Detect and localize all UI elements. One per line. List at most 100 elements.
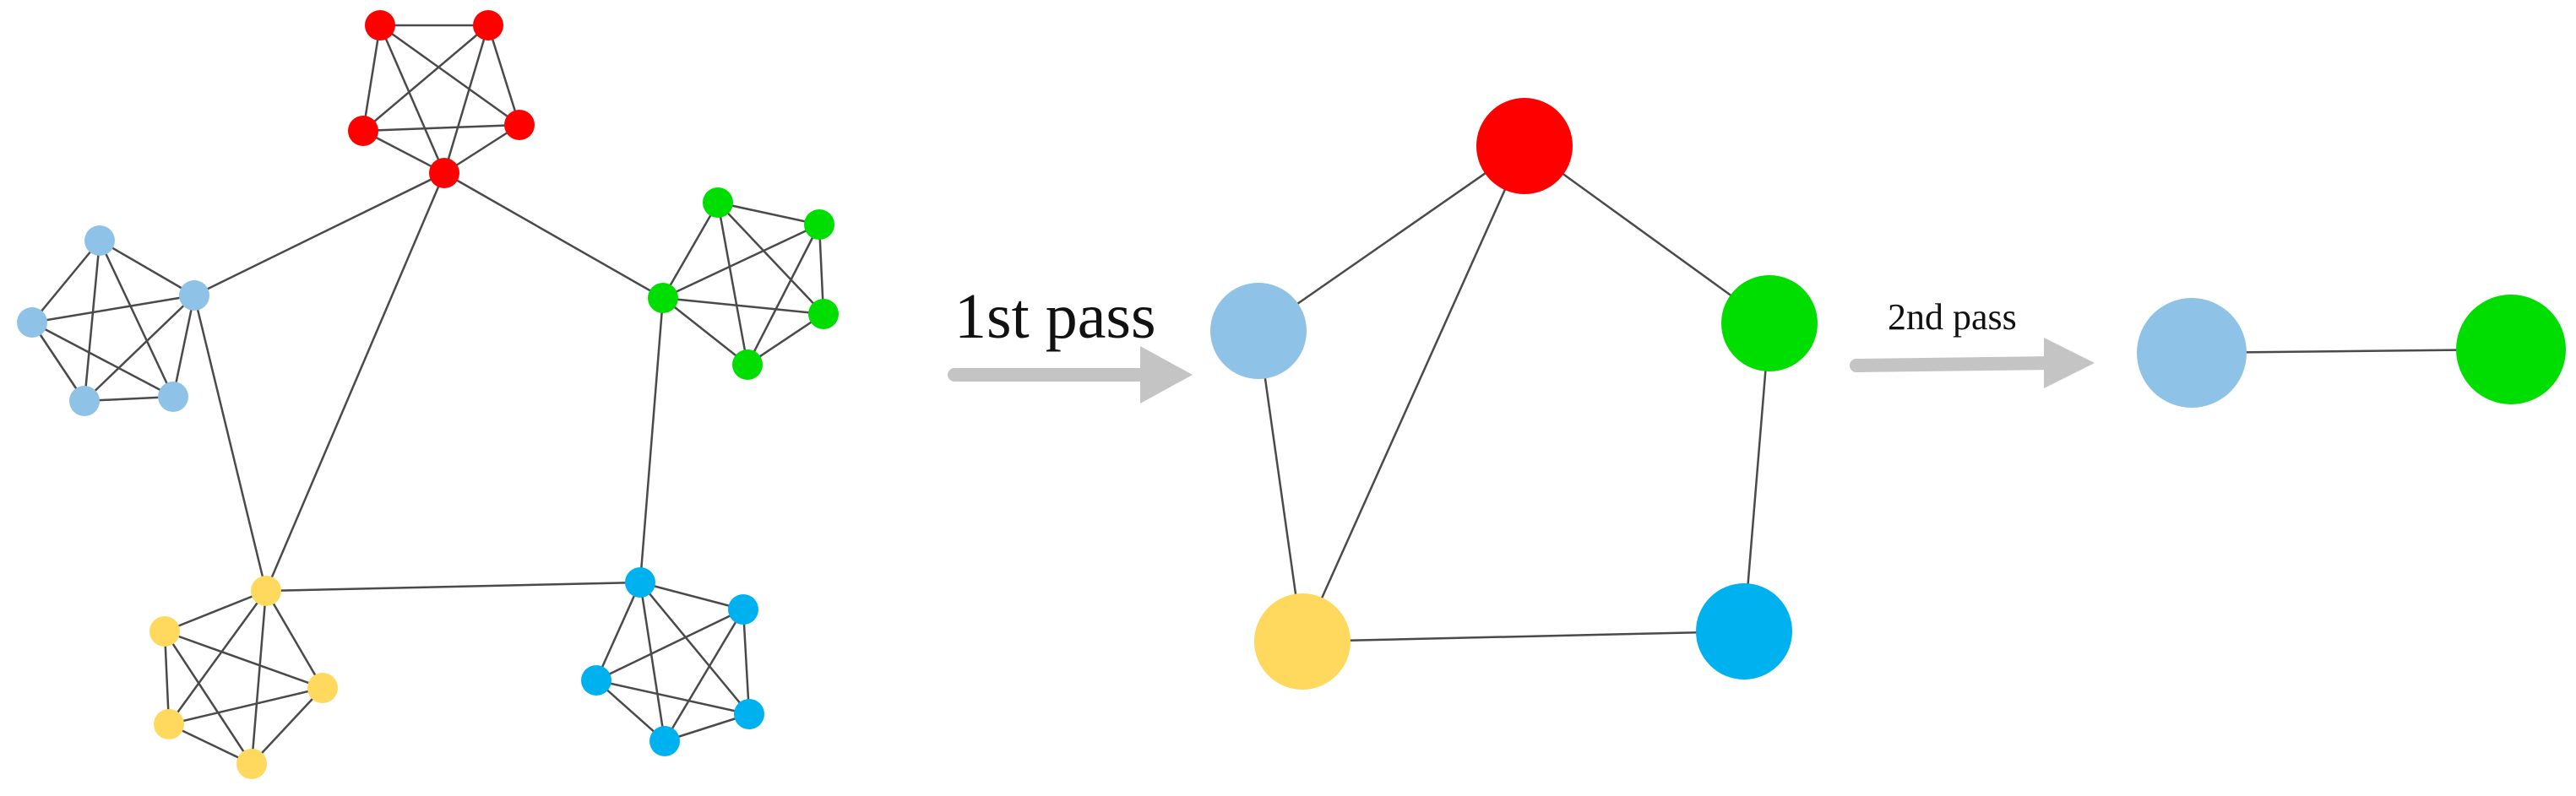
blue-community-edge [595, 608, 744, 682]
yellow-community-node [154, 709, 184, 739]
red-community-node [348, 116, 378, 146]
first-pass-graph-edges [1257, 144, 1771, 643]
bridge-edge [443, 171, 664, 300]
second-pass-arrow-shaft [1850, 356, 2059, 372]
green-community-node [648, 283, 678, 313]
yellow-community-edge [250, 590, 268, 765]
first-pass-arrow: 1st pass [948, 281, 1193, 403]
first-pass-edge-red-green [1524, 144, 1770, 325]
green-community-edge [661, 202, 720, 299]
green-community-node [804, 209, 834, 240]
bridge-edge [639, 297, 665, 583]
yellow-community-node [149, 616, 180, 647]
red-community-node [429, 158, 459, 188]
green-community-edge [717, 201, 820, 226]
red-community-edge [379, 24, 520, 127]
blue-community-node [581, 665, 611, 696]
lightblue-community-edge [31, 240, 101, 323]
first-pass-edge-lightblue-yellow [1257, 330, 1304, 642]
lightblue-community-node [158, 382, 188, 412]
first-pass-graph [1210, 98, 1818, 690]
blue-community-edge [595, 582, 642, 681]
green-community-edge [717, 202, 824, 315]
yellow-community-node [251, 576, 281, 606]
green-community-node [703, 187, 733, 218]
blue-community-edge [639, 581, 744, 611]
bridge-edge [193, 171, 445, 297]
bridge-edge [264, 172, 446, 592]
lightblue-community-edge [171, 295, 196, 398]
green-community-edge [747, 312, 824, 366]
red-community-edge [362, 129, 445, 175]
original-graph-nodes [17, 10, 839, 779]
yellow-community-edge [168, 723, 253, 766]
red-community-edge [378, 24, 446, 174]
blue-community-edge [663, 609, 745, 742]
yellow-community-edge [164, 630, 323, 690]
red-community-node [504, 110, 535, 140]
blue-community-edge [639, 582, 666, 742]
lightblue-community-node [84, 225, 115, 256]
second-pass-arrow-head [2044, 338, 2095, 388]
yellow-community-node [307, 673, 338, 703]
first-pass-edge-green-blue [1742, 322, 1771, 632]
blue-community-edge [595, 679, 750, 716]
lightblue-community-node [17, 307, 47, 338]
blue-community-node [649, 726, 680, 756]
yellow-community-edge [167, 590, 268, 725]
blue-community-edge [639, 582, 750, 715]
green-community-node [808, 299, 839, 329]
first-pass-edge-red-yellow [1301, 145, 1526, 642]
green-community-edge [746, 224, 821, 366]
lightblue-community-node [69, 386, 100, 416]
green-community-edge [662, 296, 824, 316]
red-community-edge [362, 24, 489, 132]
first-pass-label: 1st pass [954, 281, 1156, 352]
first-pass-edge-red-lightblue [1258, 144, 1525, 333]
red-community-edge [361, 24, 382, 132]
lightblue-community-edge [31, 321, 174, 398]
bridge-edge [193, 295, 268, 592]
yellow-community-edge [164, 589, 267, 633]
first-pass-edge-yellow-blue [1302, 630, 1745, 643]
yellow-community-edge [251, 687, 323, 765]
original-graph-edges [30, 24, 825, 766]
first-pass-node-yellow [1254, 593, 1350, 690]
lightblue-community-edge [30, 322, 86, 402]
blue-community-node [625, 567, 655, 598]
lightblue-community-edge [31, 294, 195, 324]
red-community-edge [362, 123, 520, 133]
red-community-edge [486, 24, 521, 126]
blue-community-edge [742, 609, 751, 715]
original-graph [17, 10, 839, 779]
bridge-edge [265, 581, 641, 593]
red-community-node [473, 10, 503, 41]
first-pass-node-lightblue [1210, 283, 1307, 379]
lightblue-community-edge [84, 295, 195, 402]
second-pass-node-green [2456, 295, 2566, 404]
second-pass-graph [2137, 295, 2566, 408]
green-community-node [732, 349, 763, 380]
blue-community-node [728, 594, 758, 625]
lightblue-community-edge [83, 240, 101, 402]
second-pass-label: 2nd pass [1888, 296, 2017, 338]
lightblue-community-edge [99, 239, 195, 297]
yellow-community-edge [168, 686, 323, 726]
first-pass-node-blue [1696, 583, 1792, 680]
yellow-community-edge [163, 631, 253, 765]
second-pass-node-lightblue [2137, 298, 2247, 408]
green-community-edge [716, 202, 749, 366]
blue-community-edge [595, 680, 666, 742]
first-pass-graph-nodes [1210, 98, 1818, 690]
lightblue-community-edge [98, 240, 175, 398]
lightblue-community-node [179, 280, 209, 311]
yellow-community-edge [163, 631, 171, 725]
first-pass-node-green [1721, 275, 1818, 371]
second-pass-graph-nodes [2137, 295, 2566, 408]
green-community-edge [662, 223, 820, 300]
red-community-edge [443, 24, 490, 174]
first-pass-node-red [1476, 98, 1573, 194]
red-community-node [365, 10, 395, 41]
second-pass-arrow: 2nd pass [1850, 296, 2095, 388]
